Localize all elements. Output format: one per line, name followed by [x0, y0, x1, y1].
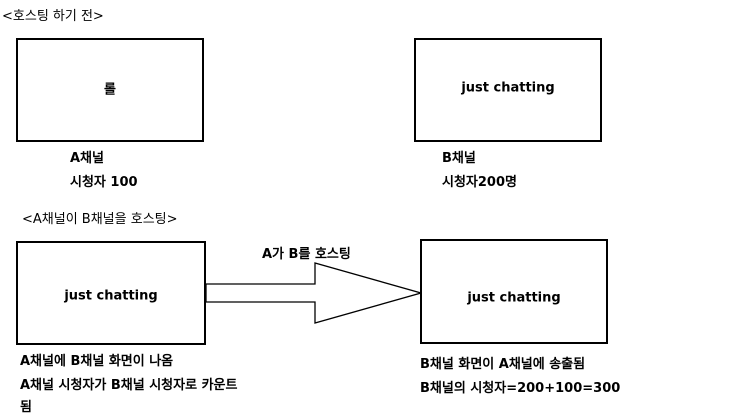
hosting-arrow: [205, 262, 423, 324]
channel-b-note-2: B채널의 시청자=200+100=300: [420, 381, 621, 396]
hosting-arrow-label: A가 B를 호스팅: [262, 247, 351, 262]
channel-b-screen-after-label: just chatting: [467, 290, 561, 306]
channel-b-screen-after: just chatting: [420, 239, 608, 344]
hosting-heading: <A채널이 B채널을 호스팅>: [22, 212, 178, 227]
channel-a-note-2: A채널 시청자가 B채널 시청자로 카운트: [20, 378, 238, 393]
channel-b-screen-before: just chatting: [414, 38, 602, 142]
channel-a-note-1: A채널에 B채널 화면이 나옴: [20, 354, 174, 369]
channel-b-viewers-before: 시청자200명: [442, 175, 517, 190]
channel-a-screen-after: just chatting: [16, 241, 206, 345]
channel-a-viewers-before: 시청자 100: [70, 175, 138, 190]
channel-a-screen-before-label: 롤: [104, 82, 116, 98]
channel-a-screen-before: 롤: [16, 38, 204, 142]
hosting-arrow-shape: [205, 262, 423, 324]
channel-a-note-3: 됨: [20, 400, 32, 415]
channel-b-screen-before-label: just chatting: [461, 80, 555, 96]
channel-a-screen-after-label: just chatting: [64, 288, 158, 304]
channel-b-note-1: B채널 화면이 A채널에 송출됨: [420, 357, 586, 372]
channel-b-name-before: B채널: [442, 151, 476, 166]
before-hosting-heading: <호스팅 하기 전>: [2, 9, 104, 24]
channel-a-name-before: A채널: [70, 151, 104, 166]
